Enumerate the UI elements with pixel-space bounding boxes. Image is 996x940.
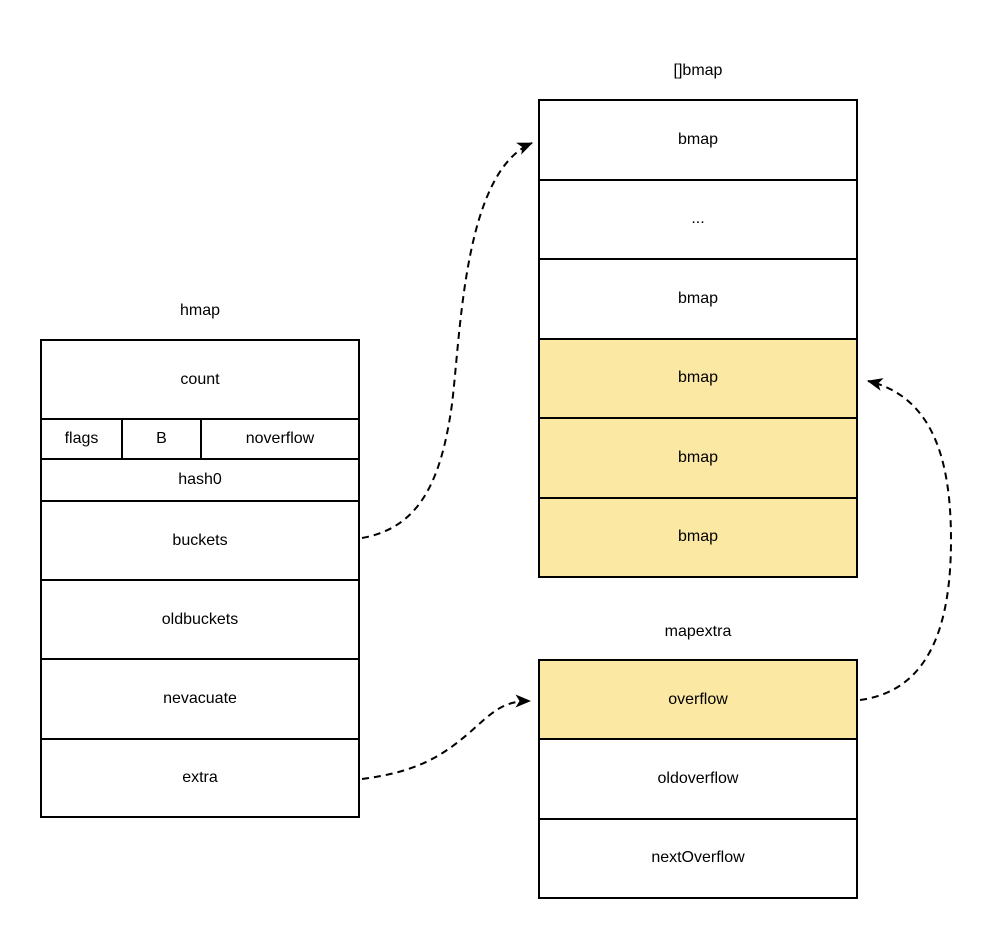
mapextra-struct: overflow oldoverflow nextOverflow	[538, 659, 858, 899]
bmap-array-row-1: ...	[540, 178, 856, 258]
hmap-row-nevacuate: nevacuate	[42, 658, 358, 738]
hmap-field-hash0: hash0	[178, 471, 222, 488]
bmap-array-row-3-highlighted: bmap	[540, 337, 856, 417]
hmap-row-extra: extra	[42, 738, 358, 816]
bmap-array-label-0: bmap	[677, 130, 719, 148]
mapextra-field-oldoverflow: oldoverflow	[657, 769, 739, 787]
hmap-field-nevacuate: nevacuate	[163, 690, 237, 707]
bmap-array-label-1: ...	[691, 210, 705, 228]
mapextra-row-nextoverflow: nextOverflow	[540, 817, 856, 897]
hmap-field-noverflow: noverflow	[245, 430, 315, 447]
hmap-field-count: count	[180, 370, 220, 388]
bmap-array-row-4-highlighted: bmap	[540, 417, 856, 497]
hmap-field-b: B	[156, 430, 167, 447]
hmap-row-hash0: hash0	[42, 458, 358, 500]
bmap-array-row-5-highlighted: bmap	[540, 496, 856, 576]
bmap-array-row-0: bmap	[540, 101, 856, 179]
bmap-array-label-5: bmap	[677, 528, 719, 546]
hmap-field-extra: extra	[182, 769, 218, 786]
hmap-cell-noverflow: noverflow	[200, 420, 358, 458]
hmap-cell-b: B	[121, 420, 200, 458]
hmap-title: hmap	[179, 302, 221, 319]
hmap-row-buckets: buckets	[42, 500, 358, 579]
hmap-row-count: count	[42, 341, 358, 418]
bmap-array-label-4: bmap	[677, 448, 719, 466]
hmap-struct: count flags B noverflow hash0 buckets ol…	[40, 339, 360, 818]
mapextra-title: mapextra	[664, 623, 732, 640]
hmap-field-buckets: buckets	[172, 531, 228, 549]
hmap-field-oldbuckets: oldbuckets	[161, 610, 239, 628]
edge-overflow-to-bmap	[859, 378, 953, 701]
mapextra-field-overflow: overflow	[668, 690, 728, 708]
hmap-cell-flags: flags	[42, 420, 121, 458]
bmap-array-row-2: bmap	[540, 258, 856, 338]
hmap-row-oldbuckets: oldbuckets	[42, 579, 358, 658]
edge-buckets-to-bmap-array	[361, 142, 533, 539]
bmap-array-struct: bmap ... bmap bmap bmap bmap	[538, 99, 858, 578]
mapextra-row-overflow-highlighted: overflow	[540, 661, 856, 739]
bmap-array-label-3: bmap	[677, 369, 719, 387]
edge-extra-to-overflow	[361, 694, 531, 780]
hmap-field-flags: flags	[64, 430, 99, 447]
bmap-array-label-2: bmap	[677, 289, 719, 307]
mapextra-field-nextoverflow: nextOverflow	[651, 849, 745, 867]
hmap-row-flags-b-noverflow: flags B noverflow	[42, 418, 358, 458]
mapextra-row-oldoverflow: oldoverflow	[540, 738, 856, 818]
bmap-array-title: []bmap	[673, 62, 723, 79]
